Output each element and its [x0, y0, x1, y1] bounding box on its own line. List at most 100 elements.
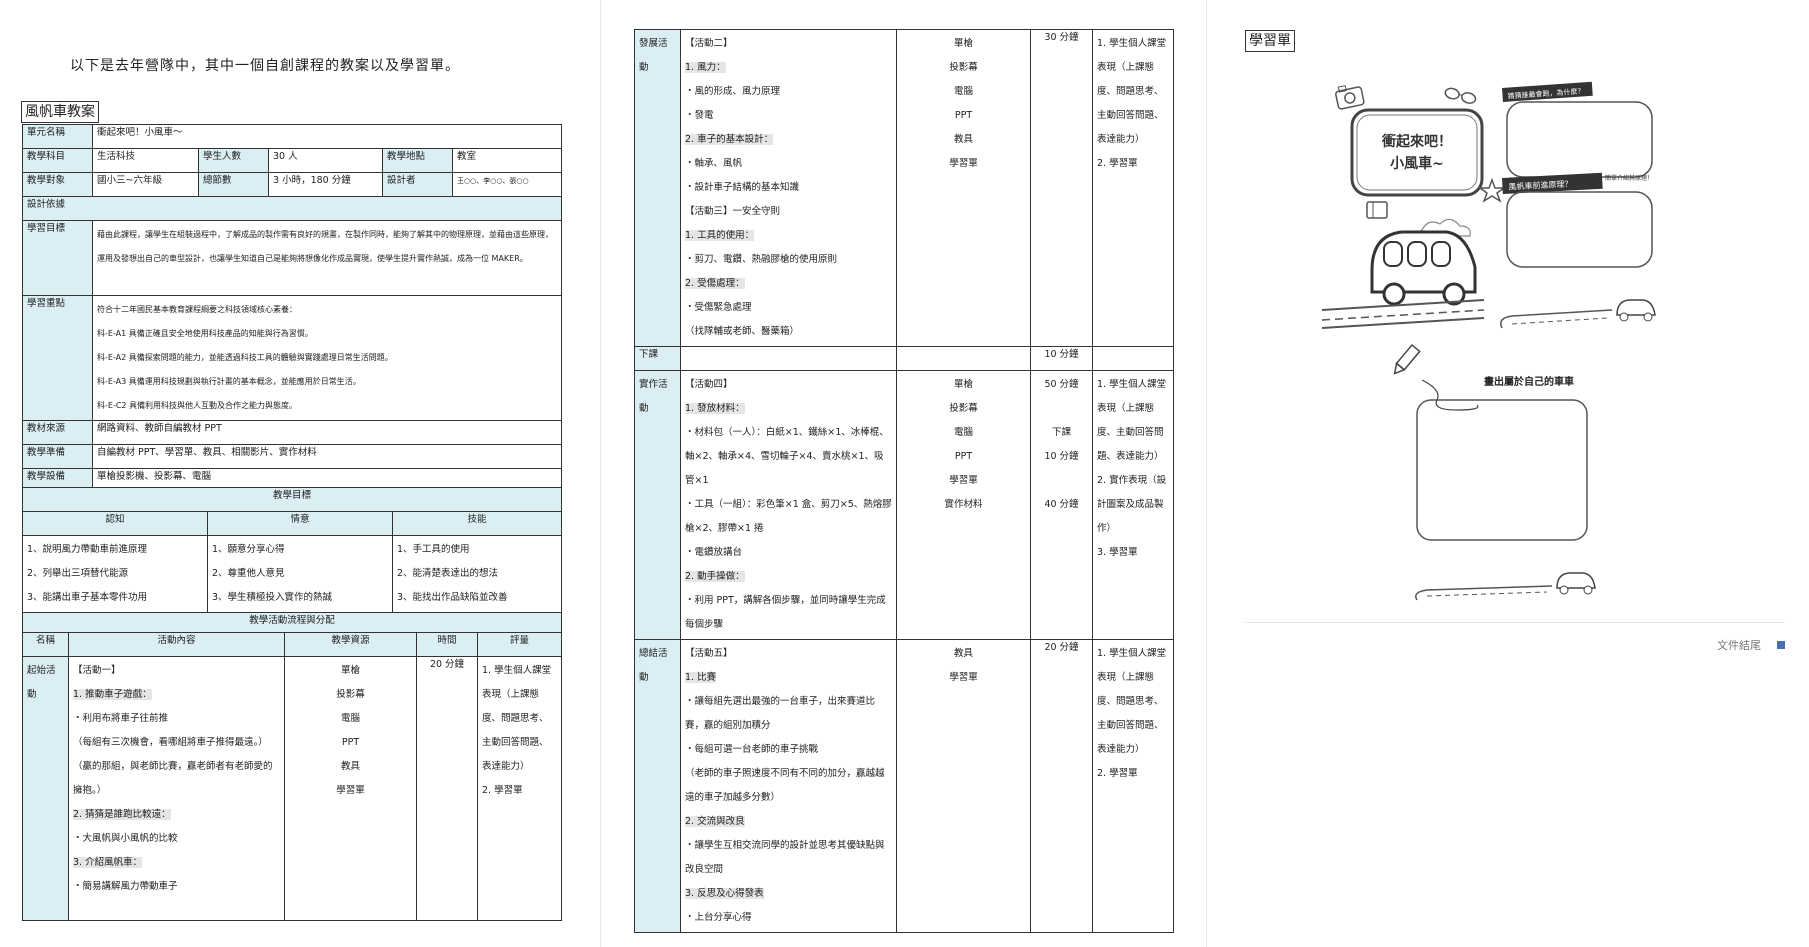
basis-label: 設計依據 [21, 196, 563, 221]
objectives-head-cognitive: 認知 [22, 511, 208, 536]
worksheet-illustration: 衝起來吧！ 小風車~ 猜猜誰最會跑，為什麼？ 風帆車前進原理？ [1322, 81, 1656, 601]
break-resources [896, 346, 1031, 371]
activity-heading: 2. 車子的基本設計： [685, 134, 774, 145]
focus-line: 科-E-A3 具備運用科技規劃與執行計畫的基本概念，並能應用於日常生活。 [97, 377, 361, 386]
cell-line: 學習單 [949, 475, 978, 486]
activity-line: 2. 動手操做： [685, 565, 892, 589]
break-time: 10 分鐘 [1030, 346, 1093, 371]
luggage-icon [1366, 201, 1388, 219]
warmup-eval: 1. 學生個人課堂表現（上課態度、問題思考、主動回答問題、表達能力） 2. 學習單 [477, 656, 562, 921]
break-eval [1092, 346, 1174, 371]
document-end-marker [1777, 641, 1785, 649]
summary-resources: 教具學習單 [896, 639, 1031, 933]
drawing-area [1416, 399, 1588, 541]
document-end-label: 文件結尾 [1717, 639, 1761, 652]
target-value: 國小三~六年級 [92, 172, 199, 197]
cell-line: PPT [954, 110, 973, 121]
unit-label: 單元名稱 [22, 124, 93, 149]
lesson-info-table: 單元名稱 衝起來吧！小風車～ 教學科目 生活科技 學生人數 30 人 教學地點 … [21, 124, 563, 493]
car-icon [1370, 230, 1477, 306]
activity-heading: 1. 發放材料： [685, 403, 745, 414]
cell-line: 2. 學習單 [1097, 158, 1138, 169]
cell-line: 1. 學生個人課堂表現（上課態度、主動回答問題、表達能力） [1097, 379, 1167, 462]
activity-line: 【活動三】一安全守則 [685, 206, 781, 217]
cell-line: 單槍 [953, 379, 973, 390]
small-car-icon [1500, 299, 1656, 329]
cell-line: 2. 學習單 [1097, 768, 1138, 779]
cell-line: 電腦 [340, 713, 360, 724]
activity-heading: 2. 受傷處理： [685, 278, 745, 289]
activity-line: ・材料包（一人）：白紙×1、鐵絲×1、冰棒棍、軸×2、軸承×4、雪切輪子×4、賣… [685, 427, 889, 486]
activity-heading: 1. 工具的使用： [685, 230, 755, 241]
focus-label: 學習重點 [22, 295, 93, 421]
cell-line: 電腦 [953, 427, 973, 438]
cell-line: 投影幕 [949, 403, 978, 414]
activity-line: ・受傷緊急處理 [685, 302, 752, 313]
focus-line: 科-E-A2 具備探索問題的能力，並能透過科技工具的體驗與實踐處理日常生活問題。 [97, 353, 393, 362]
cell-line: 單槍 [953, 38, 973, 49]
practice-eval: 1. 學生個人課堂表現（上課態度、主動回答問題、表達能力） 2. 實作表現（設計圖… [1092, 370, 1174, 640]
source-value: 網路資料、教師自編教材 PPT [91, 420, 563, 445]
star-icon [1477, 177, 1507, 203]
objective-item: 1、說明風力帶動車前進原理 [27, 544, 148, 555]
flow-head-content: 活動內容 [68, 632, 285, 657]
flow-head-name: 名稱 [22, 632, 69, 657]
title-badge: 衝起來吧！ 小風車~ [1350, 108, 1484, 197]
cell-line: 2. 學習單 [482, 785, 523, 796]
cell-line: 2. 實作表現（設計圖案及成品製作） [1097, 475, 1167, 534]
subject-value: 生活科技 [92, 148, 199, 173]
cell-line: 單槍 [340, 665, 360, 676]
practice-time: 50 分鐘 [1044, 379, 1079, 390]
warmup-content: 【活動一】1. 推動車子遊戲：・利用布將車子往前推（每組有三次機會，看哪組將車子… [68, 656, 285, 921]
objective-item: 2、列舉出三項替代能源 [27, 568, 129, 579]
question-2-box: 風帆車前進原理？ 簡單介紹其原理！ [1502, 172, 1653, 268]
bottom-car-icon [1415, 572, 1596, 601]
activity-line: ・風的形成、風力原理 [685, 86, 781, 97]
activity-heading: 1. 推動車子遊戲： [73, 689, 152, 700]
prep-label: 教學準備 [22, 444, 93, 469]
cell-line: 學習單 [336, 785, 365, 796]
activity-heading: 2. 交流與改良 [685, 816, 745, 827]
activity-line: 2. 受傷處理： [685, 272, 892, 296]
cell-line: 1. 學生個人課堂表現（上課態度、問題思考、主動回答問題、表達能力） [482, 665, 552, 772]
activity-line: 2. 猜猜是誰跑比較遠： [73, 803, 280, 827]
flow-head-eval: 評量 [477, 632, 562, 657]
summary-eval: 1. 學生個人課堂表現（上課態度、問題思考、主動回答問題、表達能力） 2. 學習單 [1092, 639, 1174, 933]
source-label: 教材來源 [22, 420, 93, 445]
practice-time: 下課 [1051, 427, 1071, 438]
activity-line: 1. 比賽 [685, 666, 892, 690]
objective-item: 3、學生積極投入實作的熱誠 [212, 592, 333, 603]
question-2-note: 簡單介紹其原理！ [1605, 174, 1653, 182]
sunglasses-icon [1444, 87, 1477, 104]
subject-label: 教學科目 [22, 148, 93, 173]
objective-item: 3、能找出作品缺陷並改善 [397, 592, 508, 603]
periods-label: 總節數 [198, 172, 269, 197]
objective-item: 2、尊重他人意見 [212, 568, 285, 579]
summary-time: 20 分鐘 [1030, 639, 1093, 933]
activity-line: （贏的那組，與老師比賽，贏老師者有老師愛的擁抱。） [73, 761, 273, 796]
designer-value: 王○○、李○○、張○○ [451, 172, 563, 197]
cell-line: PPT [954, 451, 973, 462]
flow-head-resources: 教學資源 [284, 632, 417, 657]
practice-time: 40 分鐘 [1044, 499, 1079, 510]
focus-line: 符合十二年國民基本教育課程綱要之科技領域核心素養： [97, 305, 297, 314]
objectives-table: 教學目標 認知 情意 技能 1、說明風力帶動車前進原理 2、列舉出三項替代能源 … [22, 487, 562, 637]
activity-line: 【活動一】 [73, 665, 121, 676]
activity-line: （每組有三次機會，看哪組將車子推得最遠。） [73, 737, 268, 748]
activity-line: （老師的車子照速度不同有不同的加分，贏越越遠的車子加越多分數） [685, 768, 885, 803]
intro-text: 以下是去年營隊中，其中一個自創課程的教案以及學習單。 [70, 58, 460, 74]
students-label: 學生人數 [198, 148, 269, 173]
activity-line: ・發電 [685, 110, 714, 121]
activity-line: 1. 發放材料： [685, 397, 892, 421]
activity-line: 1. 風力： [685, 56, 892, 80]
summary-name: 總結活動 [634, 639, 681, 933]
badge-line-2: 小風車~ [1390, 155, 1444, 172]
cell-line: 1. 學生個人課堂表現（上課態度、問題思考、主動回答問題、表達能力） [1097, 648, 1167, 755]
draw-prompt: 畫出屬於自己的車車 [1484, 375, 1574, 388]
activity-heading: 3. 介紹風帆車： [73, 857, 143, 868]
prep-value: 自編教材 PPT、學習單、教具、相關影片、實作材料 [91, 444, 563, 469]
students-value: 30 人 [268, 148, 383, 173]
camera-icon [1335, 85, 1365, 110]
cell-line: 3. 學習單 [1097, 547, 1138, 558]
